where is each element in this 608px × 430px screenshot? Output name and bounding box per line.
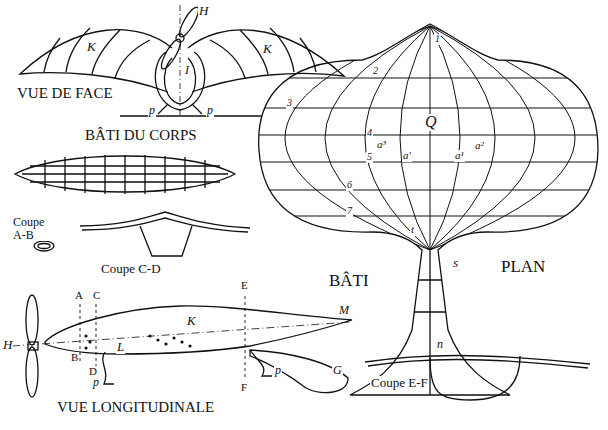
section-ab xyxy=(34,241,54,251)
part-letter: K xyxy=(186,314,197,328)
front-view xyxy=(120,115,262,116)
part-letter: H xyxy=(2,338,13,352)
side-view xyxy=(164,342,167,345)
section-letter: F xyxy=(240,382,248,394)
section-ab xyxy=(34,241,54,251)
part-letter: n xyxy=(436,338,444,351)
front-view xyxy=(164,58,195,104)
section-ab xyxy=(38,244,50,249)
section-cd xyxy=(82,218,248,232)
part-letter: K xyxy=(86,40,97,54)
part-letter: H xyxy=(198,4,209,18)
section-letter: C xyxy=(92,290,101,302)
side-view xyxy=(12,322,350,346)
plan-frame xyxy=(250,24,600,395)
side-view xyxy=(103,350,272,384)
side-view xyxy=(84,346,87,349)
section-ef xyxy=(365,356,590,401)
part-letter: a² xyxy=(474,140,485,152)
side-view xyxy=(84,334,87,337)
section-ef xyxy=(430,356,520,400)
side-view xyxy=(26,295,38,345)
part-letter: a¹ xyxy=(454,150,465,162)
part-letter: t xyxy=(410,224,415,236)
view-title: VUE LONGITUDINALE xyxy=(56,400,215,416)
side-view xyxy=(12,295,352,397)
side-view xyxy=(26,347,38,397)
part-letter: a³ xyxy=(376,139,387,151)
callout-number: 6 xyxy=(346,180,353,191)
part-letter: p xyxy=(274,364,282,377)
part-letter: p xyxy=(206,104,214,117)
front-view xyxy=(44,28,150,78)
view-title: Coupe A-B xyxy=(12,216,52,241)
side-view xyxy=(45,306,352,354)
view-title: Coupe C-D xyxy=(100,262,162,276)
callout-number: 1 xyxy=(434,34,441,45)
side-view xyxy=(188,344,191,347)
view-title: PLAN xyxy=(500,258,546,276)
section-letter: B xyxy=(70,352,79,364)
side-view xyxy=(180,340,183,343)
section-cd xyxy=(80,212,250,228)
part-letter: G xyxy=(332,364,343,377)
part-letter: K xyxy=(262,42,273,56)
view-title: BÂTI xyxy=(328,272,370,290)
part-letter: s xyxy=(452,256,459,270)
side-view xyxy=(250,350,348,393)
part-letter: p xyxy=(92,376,100,389)
section-cd xyxy=(140,226,192,256)
plan-frame xyxy=(365,26,495,250)
section-letter: A xyxy=(74,290,84,302)
callout-number: 5 xyxy=(366,152,373,163)
part-letter: a' xyxy=(402,150,412,162)
callout-number: 3 xyxy=(286,98,293,109)
plan-frame xyxy=(285,26,575,250)
callout-number: 4 xyxy=(366,128,373,139)
view-title: Coupe E-F xyxy=(370,376,429,390)
part-letter: p xyxy=(148,104,156,117)
plan-frame xyxy=(414,250,446,395)
view-title: BÂTI DU CORPS xyxy=(84,128,198,144)
section-ef xyxy=(368,360,588,369)
part-letter: L xyxy=(116,340,125,354)
plan-frame xyxy=(430,26,431,250)
front-view xyxy=(210,28,316,78)
body-frame xyxy=(15,155,235,194)
side-view xyxy=(88,340,91,343)
front-view xyxy=(180,5,181,115)
plan-frame xyxy=(259,24,598,395)
side-view xyxy=(148,334,151,337)
plan-frame xyxy=(400,26,460,250)
part-letter: Q xyxy=(424,114,438,131)
side-view xyxy=(28,342,38,350)
callout-number: 2 xyxy=(372,66,379,77)
front-view xyxy=(158,104,202,114)
part-letter: M xyxy=(338,304,350,317)
side-view xyxy=(172,336,175,339)
section-letter: E xyxy=(240,280,249,292)
front-view xyxy=(155,52,204,110)
side-view xyxy=(156,338,159,341)
callout-number: 7 xyxy=(346,206,353,217)
view-title: VUE DE FACE xyxy=(16,86,114,102)
body-frame xyxy=(45,155,205,194)
part-letter: I xyxy=(184,64,190,77)
section-cd xyxy=(80,212,250,256)
